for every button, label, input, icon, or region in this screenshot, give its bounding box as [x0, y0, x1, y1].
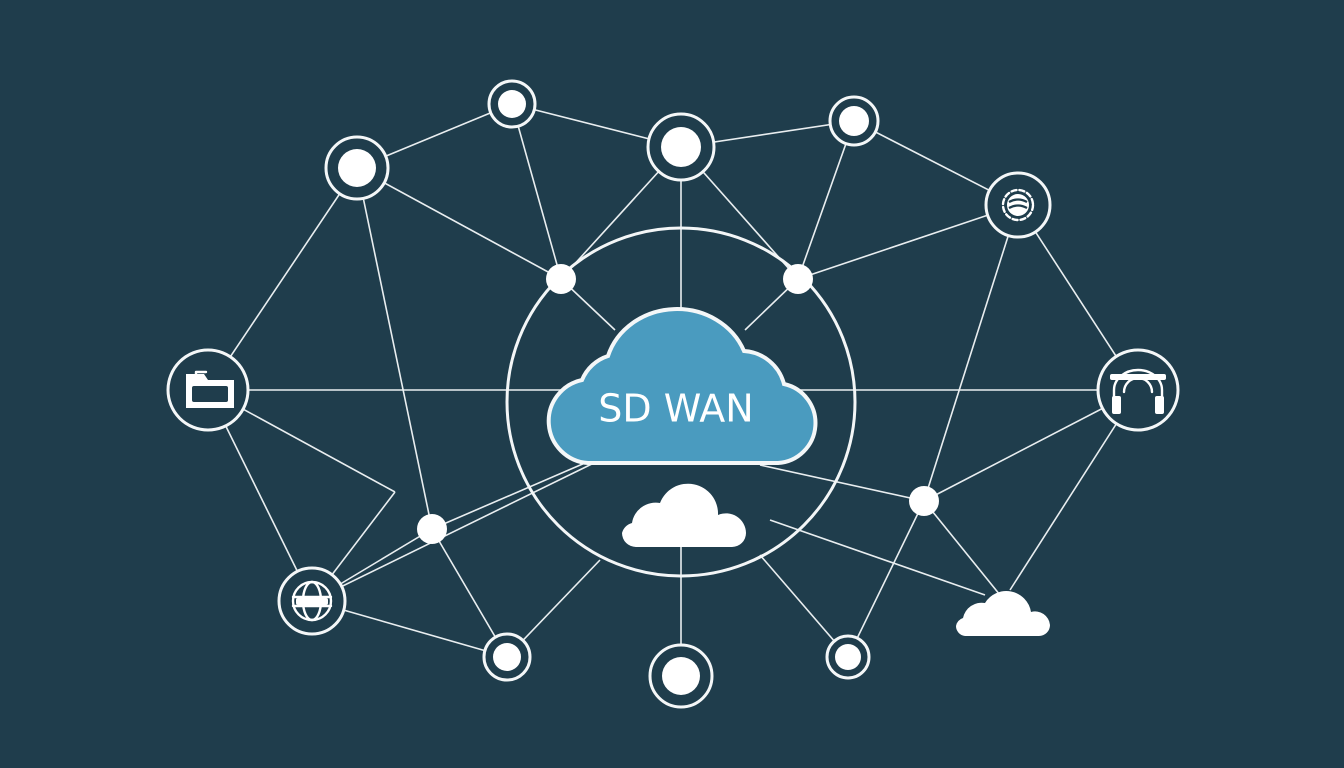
central-ring — [505, 226, 857, 578]
link — [797, 204, 1019, 280]
cloud-icon — [955, 591, 1050, 636]
headphones-icon — [1096, 348, 1180, 432]
network-node — [825, 634, 871, 680]
network-node — [828, 95, 880, 147]
sd-wan-label: SD WAN — [598, 387, 753, 431]
network-node — [324, 135, 390, 201]
junction-dot — [909, 486, 939, 516]
link — [207, 167, 358, 391]
link — [759, 464, 925, 502]
gear-icon — [984, 171, 1052, 239]
globe-icon — [277, 566, 347, 636]
junction-dot — [783, 264, 813, 294]
junction-points — [417, 264, 939, 544]
network-node — [482, 632, 532, 682]
link — [431, 528, 508, 658]
folder-icon — [166, 348, 250, 432]
junction-dot — [417, 514, 447, 544]
link — [769, 519, 986, 596]
cloud-icon — [622, 483, 746, 547]
link — [511, 103, 562, 280]
link — [847, 500, 925, 658]
link — [923, 500, 1001, 596]
link — [356, 167, 433, 530]
network-node — [646, 112, 716, 182]
network-node — [648, 643, 714, 709]
link — [797, 120, 855, 280]
link — [356, 167, 562, 280]
junction-dot — [546, 264, 576, 294]
link — [311, 459, 601, 602]
sd-wan-cloud-shape — [546, 307, 818, 465]
link — [923, 204, 1019, 502]
sd-wan-cloud: SD WAN — [546, 307, 818, 465]
network-node — [487, 79, 537, 129]
network-nodes — [324, 79, 880, 709]
